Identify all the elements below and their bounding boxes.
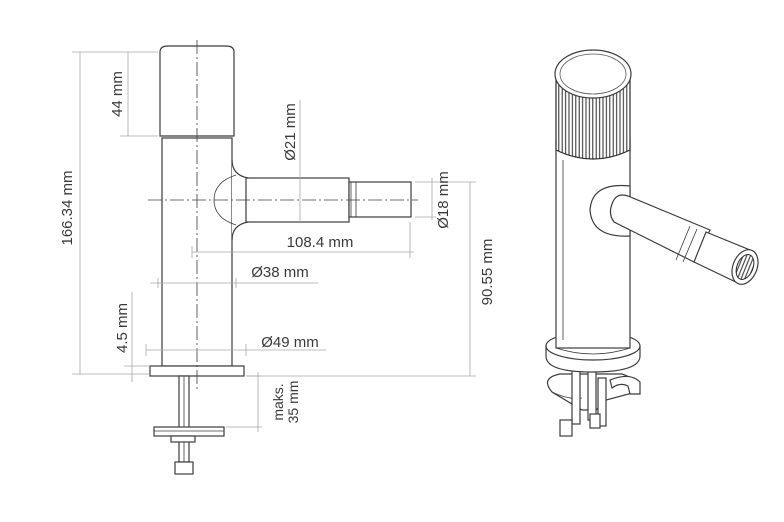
isometric-view [545,49,759,437]
nozzle-3d [693,231,759,285]
body-3d [555,139,631,355]
dimension-lines [72,51,476,432]
nozzle [348,181,412,218]
dim-outlet-height: 90.55 mm [479,239,496,306]
bottom-nut [174,461,194,475]
clamp-plate [153,426,225,437]
dim-nozzle-diameter: Ø18 mm [435,171,452,229]
dim-total-height: 166.34 mm [59,170,76,245]
dim-base-thickness: 4.5 mm [114,303,131,353]
mounting-hardware-3d [546,367,641,437]
dim-knob-height: 44 mm [109,71,126,117]
dim-mount-label-1: maks. [270,383,286,420]
dim-spout-diameter: Ø21 mm [282,103,299,161]
knob-3d [554,49,632,160]
dim-base-diameter: Ø49 mm [261,334,319,351]
dim-body-diameter: Ø38 mm [251,264,309,281]
dimension-labels: 44 mm 166.34 mm Ø21 mm Ø18 mm 108.4 mm Ø… [59,71,496,423]
dim-mount-label-2: 35 mm [285,381,301,424]
dim-spout-length: 108.4 mm [287,234,354,251]
